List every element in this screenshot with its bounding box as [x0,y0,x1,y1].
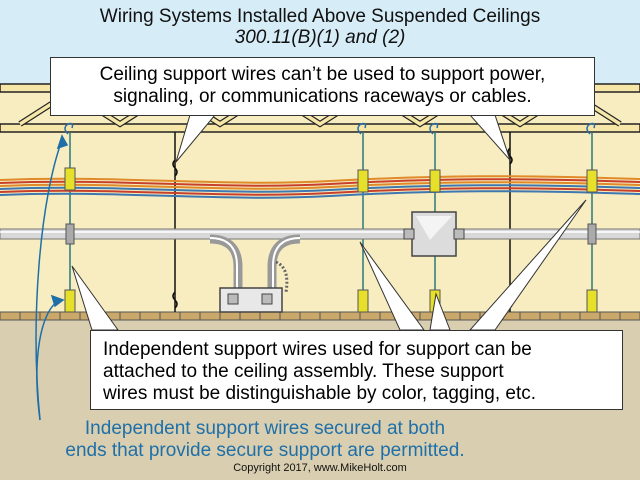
copyright: Copyright 2017, www.MikeHolt.com [233,462,407,474]
ceiling-grid [0,311,640,321]
code-reference: 300.11(B)(1) and (2) [234,27,406,48]
junction-box [403,211,465,257]
diagram-title: Wiring Systems Installed Above Suspended… [99,6,541,27]
fixture-junction-box [219,287,283,313]
cable-bundle [0,175,640,199]
note-line: ends that provide secure support are per… [65,440,465,461]
callout-line: attached to the ceiling assembly. These … [103,361,504,382]
callout-line: Ceiling support wires can’t be used to s… [99,64,546,85]
callout-ceiling-support: Ceiling support wires can’t be used to s… [50,57,595,116]
note-line: Independent support wires secured at bot… [84,418,446,439]
callout-line: wires must be distinguishable by color, … [103,383,537,404]
conduit-run [0,223,640,245]
callout-line: Independent support wires used for suppo… [103,339,532,360]
callout-independent-support: Independent support wires used for suppo… [90,330,623,410]
blue-note: Independent support wires secured at bot… [30,418,500,462]
callout-pointers [71,114,587,331]
blue-arrows [35,134,69,421]
callout-line: signaling, or communications raceways or… [113,86,532,107]
